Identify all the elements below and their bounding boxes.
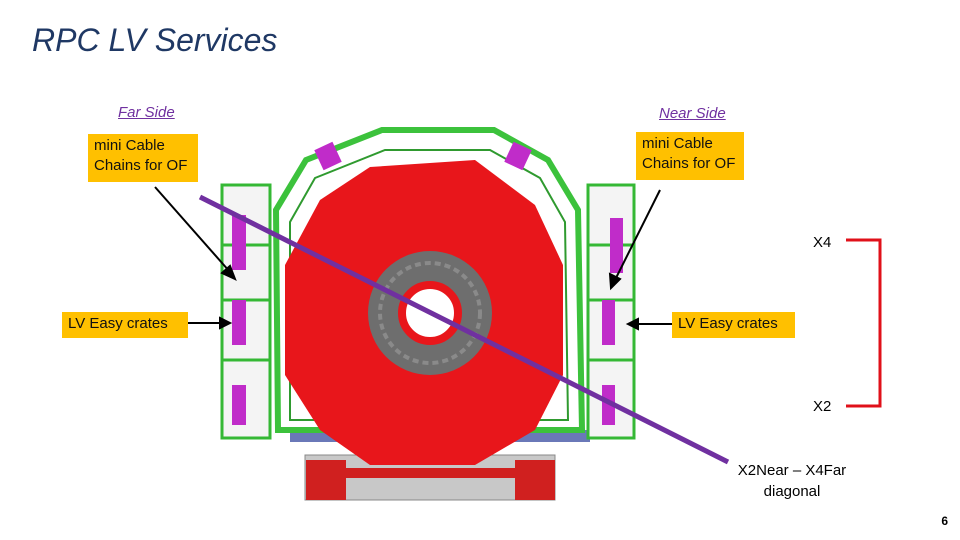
- diagonal-line: [198, 194, 730, 465]
- chains-callout-near: mini Cable Chains for OF: [636, 132, 744, 180]
- page-number: 6: [941, 514, 948, 528]
- lv-crates-callout-far: LV Easy crates: [62, 312, 188, 338]
- callout-arrows: [154, 186, 672, 331]
- page-title: RPC LV Services: [32, 22, 278, 58]
- x4-label: X4: [813, 234, 832, 251]
- lv-crates-callout-near: LV Easy crates: [672, 312, 795, 338]
- outer-frame: [272, 127, 586, 433]
- chains-callout-far: mini Cable Chains for OF: [88, 134, 198, 182]
- x2-x4-bracket: [846, 238, 882, 408]
- near-side-label: Near Side: [659, 105, 726, 122]
- top-crate-near: [504, 141, 532, 171]
- far-side-label: Far Side: [118, 104, 175, 121]
- top-crate-far: [314, 141, 342, 171]
- far-side-tower: [220, 183, 272, 440]
- diagonal-note: X2Near – X4Far diagonal: [737, 462, 847, 500]
- x2-label: X2: [813, 398, 832, 415]
- near-side-tower: [586, 183, 636, 440]
